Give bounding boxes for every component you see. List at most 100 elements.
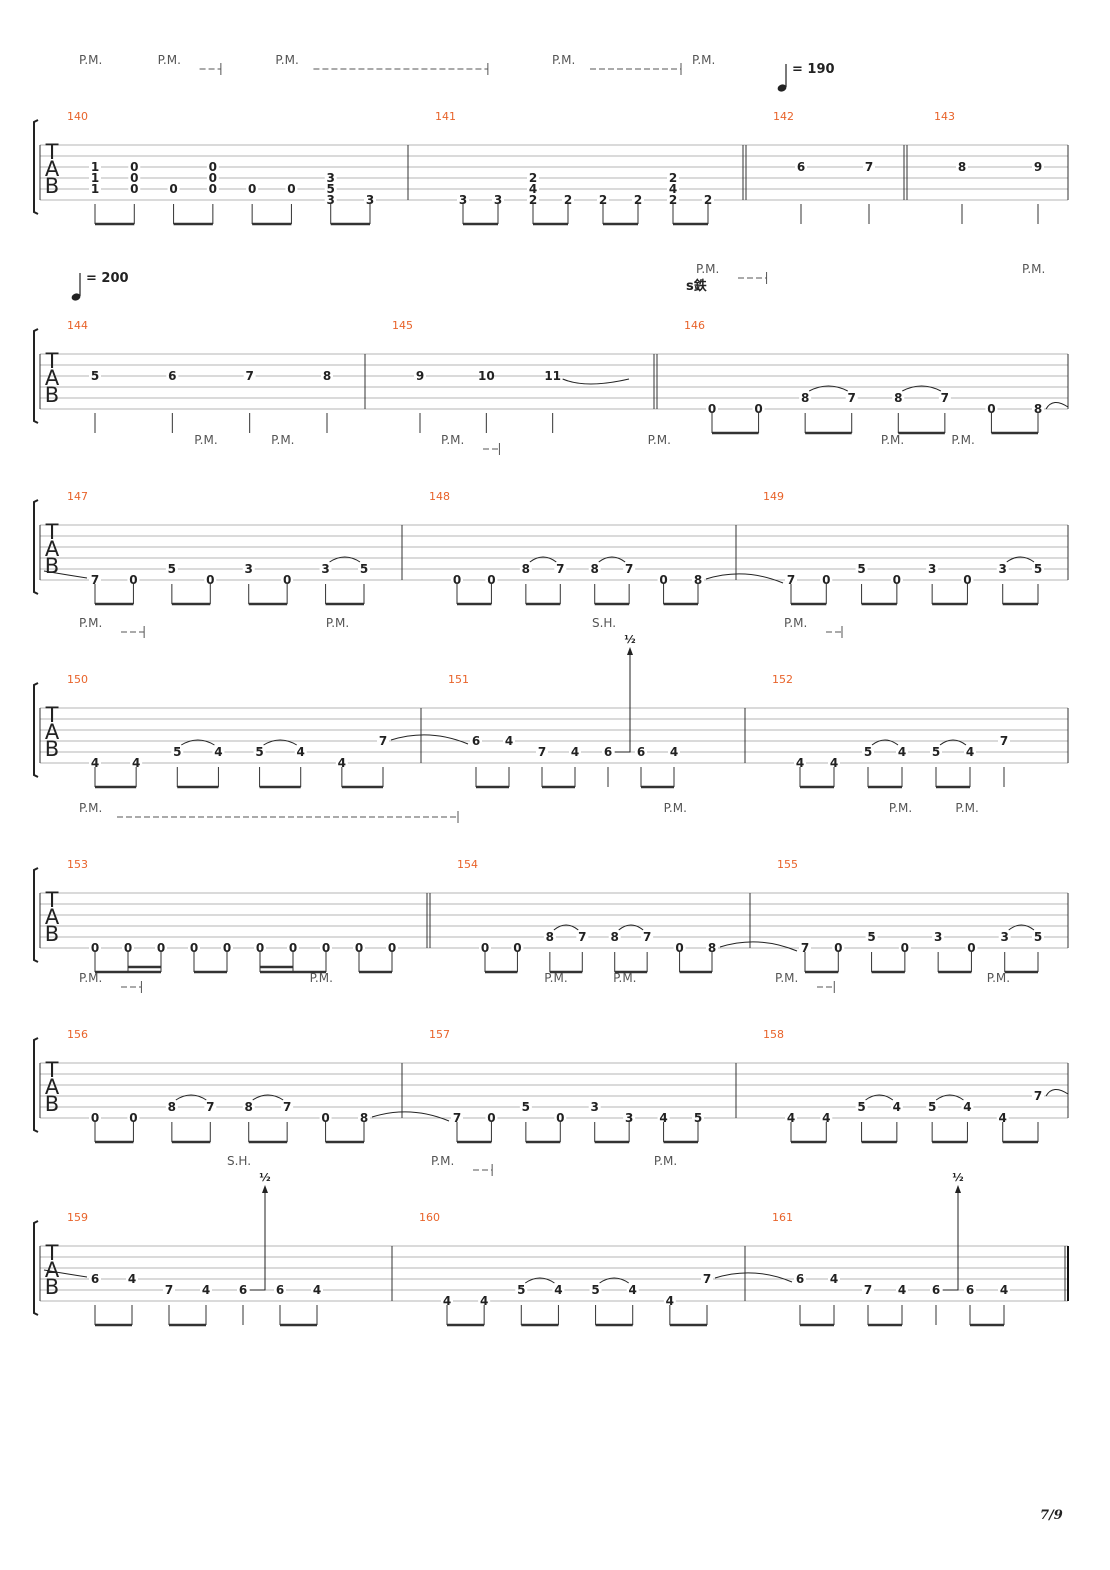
fret-number: 0 xyxy=(556,1111,564,1125)
fret-number: 4 xyxy=(297,745,305,759)
palm-mute-label: P.M. xyxy=(613,971,636,985)
palm-mute-label: P.M. xyxy=(648,433,671,447)
palm-mute-label: P.M. xyxy=(79,801,102,815)
fret-bg xyxy=(576,931,589,943)
fret-bg xyxy=(855,1101,868,1113)
fret-bg xyxy=(608,931,621,943)
tie-arc xyxy=(181,739,215,746)
fret-bg xyxy=(657,574,670,586)
palm-mute-label: P.M. xyxy=(431,1154,454,1168)
palm-mute-label: P.M. xyxy=(784,616,807,630)
fret-bg xyxy=(478,1295,491,1307)
fret-bg xyxy=(130,757,143,769)
fret-bg xyxy=(896,746,908,758)
fret-bg xyxy=(828,757,840,769)
fret-number: 0 xyxy=(481,941,489,955)
tempo-value: = 200 xyxy=(86,271,129,286)
fret-number: 8 xyxy=(708,941,716,955)
measure-number: 160 xyxy=(419,1211,440,1224)
tab-clef-letter: T xyxy=(45,888,59,912)
fret-bg xyxy=(254,942,266,954)
tie-arc xyxy=(714,1272,793,1283)
fret-bg xyxy=(479,942,491,954)
fret-number: 8 xyxy=(323,369,331,383)
fret-bg xyxy=(212,746,225,758)
tie-arc xyxy=(1045,1089,1069,1097)
fret-bg xyxy=(451,1112,463,1124)
fret-bg xyxy=(377,735,389,747)
fret-number: 2 xyxy=(564,193,572,207)
tie-arc xyxy=(263,739,297,746)
fret-bg xyxy=(926,563,939,575)
fret-number: 0 xyxy=(453,573,461,587)
palm-mute-label: P.M. xyxy=(310,971,333,985)
fret-bg xyxy=(242,1101,255,1113)
palm-mute-label: P.M. xyxy=(158,53,181,67)
fret-number: 0 xyxy=(124,941,132,955)
fret-number: 4 xyxy=(796,756,804,770)
fret-number: 3 xyxy=(327,171,335,185)
tie-arc xyxy=(705,573,784,584)
fret-bg xyxy=(1032,931,1044,943)
fret-bg xyxy=(930,746,942,758)
fret-bg xyxy=(519,1101,532,1113)
fret-number: 0 xyxy=(209,171,217,185)
bend-amount: ½ xyxy=(624,633,635,646)
fret-number: 4 xyxy=(529,182,537,196)
measure-number: 161 xyxy=(772,1211,793,1224)
fret-number: 8 xyxy=(522,562,530,576)
fret-number: 0 xyxy=(130,160,138,174)
fret-number: 6 xyxy=(637,745,645,759)
fret-bg xyxy=(998,931,1011,943)
fret-number: 5 xyxy=(864,745,872,759)
fret-number: 5 xyxy=(857,1100,865,1114)
tab-clef-letter: B xyxy=(45,737,59,761)
bend-arrowhead xyxy=(262,1185,268,1193)
fret-number: 6 xyxy=(276,1283,284,1297)
fret-bg xyxy=(89,161,101,173)
tab-clef-letter: B xyxy=(45,1275,59,1299)
fret-number: 0 xyxy=(659,573,667,587)
fret-bg xyxy=(274,1284,286,1296)
fret-bg xyxy=(441,1295,453,1307)
fret-bg xyxy=(188,942,200,954)
tie-arc xyxy=(1045,402,1069,410)
fret-number: 7 xyxy=(864,1283,872,1297)
fret-number: 2 xyxy=(529,171,537,185)
fret-bg xyxy=(166,370,179,382)
fret-number: 6 xyxy=(932,1283,940,1297)
fret-number: 0 xyxy=(893,573,901,587)
fret-bg xyxy=(527,183,539,195)
fret-number: 5 xyxy=(168,562,176,576)
tie-arc xyxy=(871,739,899,746)
fret-number: 0 xyxy=(901,941,909,955)
tie-arc xyxy=(175,1094,207,1101)
fret-bg xyxy=(163,1284,175,1296)
tie-arc xyxy=(935,1094,964,1101)
measure-number: 148 xyxy=(429,490,450,503)
fret-number: 3 xyxy=(494,193,502,207)
measure-number: 152 xyxy=(772,673,793,686)
fret-bg xyxy=(1032,403,1044,415)
fret-bg xyxy=(862,746,874,758)
fret-number: 4 xyxy=(963,1100,971,1114)
fret-bg xyxy=(546,370,559,382)
palm-mute-label: P.M. xyxy=(441,433,464,447)
tab-clef-letter: A xyxy=(45,1258,60,1282)
tie-arc xyxy=(553,924,579,931)
fret-bg xyxy=(635,746,647,758)
fret-number: 7 xyxy=(91,573,99,587)
fret-bg xyxy=(128,161,141,173)
fret-number: 0 xyxy=(209,160,217,174)
fret-number: 4 xyxy=(666,1294,674,1308)
tab-clef-letter: T xyxy=(45,1058,59,1082)
tie-arc xyxy=(525,1277,555,1284)
fret-number: 2 xyxy=(599,193,607,207)
fret-number: 8 xyxy=(360,1111,368,1125)
fret-number: 0 xyxy=(987,402,995,416)
fret-number: 0 xyxy=(157,941,165,955)
tab-clef-letter: B xyxy=(45,174,59,198)
fret-number: 3 xyxy=(245,562,253,576)
fret-number: 5 xyxy=(591,1283,599,1297)
